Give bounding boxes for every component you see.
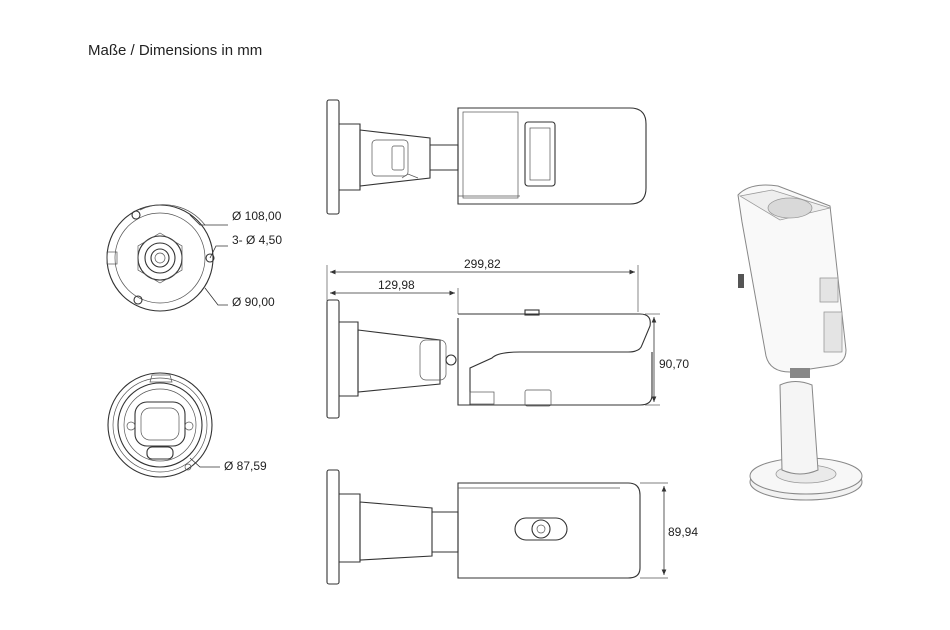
drawing-title: Maße / Dimensions in mm — [88, 42, 263, 59]
dimension-lines-side — [326, 265, 660, 406]
mount-base-front-view — [106, 204, 215, 312]
dimension-length-129-98: 129,98 — [378, 278, 415, 292]
camera-side-view — [326, 299, 653, 419]
leader-lens — [189, 457, 220, 468]
dimension-width-89-94: 89,94 — [668, 525, 698, 539]
dimension-height-90-70: 90,70 — [659, 357, 689, 371]
dimension-diameter-87-59: Ø 87,59 — [224, 459, 267, 473]
camera-top-view — [326, 99, 647, 215]
camera-bottom-view — [326, 469, 641, 585]
dimension-length-299-82: 299,82 — [464, 257, 501, 271]
leaders-base — [189, 214, 228, 306]
camera-lens-front-view — [107, 372, 213, 478]
dimension-diameter-90: Ø 90,00 — [232, 295, 275, 309]
dimension-diameter-108: Ø 108,00 — [232, 209, 282, 223]
dimension-hole-4-50: 3- Ø 4,50 — [232, 233, 282, 247]
camera-3d-illustration — [737, 184, 863, 501]
dimension-lines-bottom — [640, 482, 668, 579]
